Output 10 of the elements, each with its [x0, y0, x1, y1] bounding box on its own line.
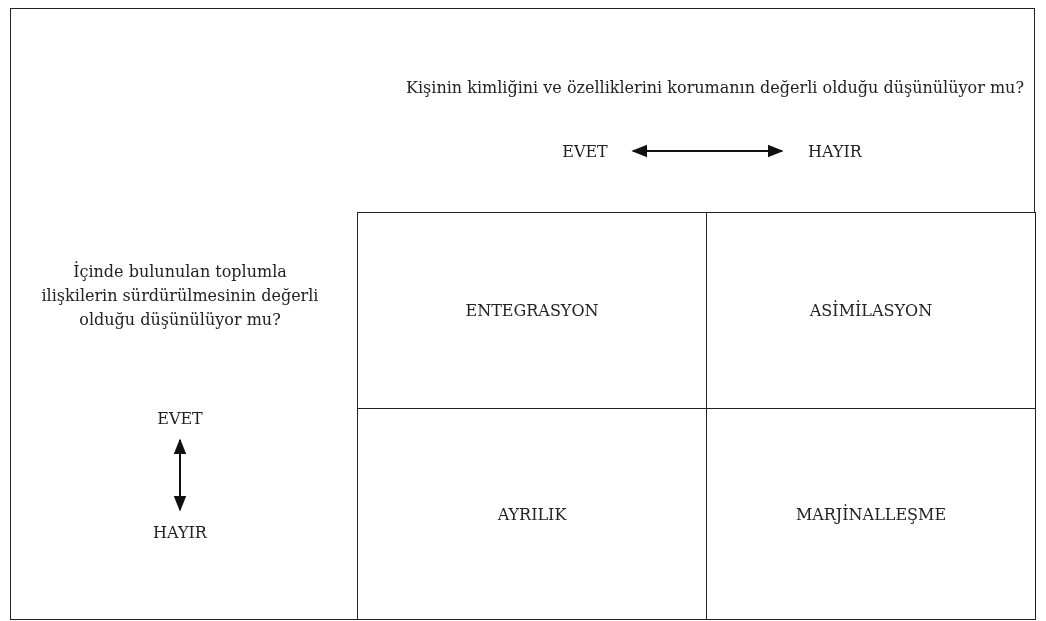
quadrant-cell: ASİMİLASYON — [706, 212, 1036, 409]
axis-label: EVET — [545, 137, 625, 165]
question-text: Kişinin kimliğini ve özelliklerini korumanın değerli olduğu düşünülüyor mu? — [405, 77, 1025, 99]
axis-label: HAYIR — [790, 137, 880, 165]
axis-label: EVET — [140, 404, 220, 432]
double-arrow — [631, 144, 784, 158]
double-arrow — [173, 438, 187, 512]
question-text: İçinde bulunulan toplumla ilişkilerin sürdürülmesinin değerli olduğu düşünülüyor mu? — [40, 260, 320, 331]
axis-label: HAYIR — [135, 518, 225, 546]
quadrant-cell: ENTEGRASYON — [357, 212, 707, 409]
